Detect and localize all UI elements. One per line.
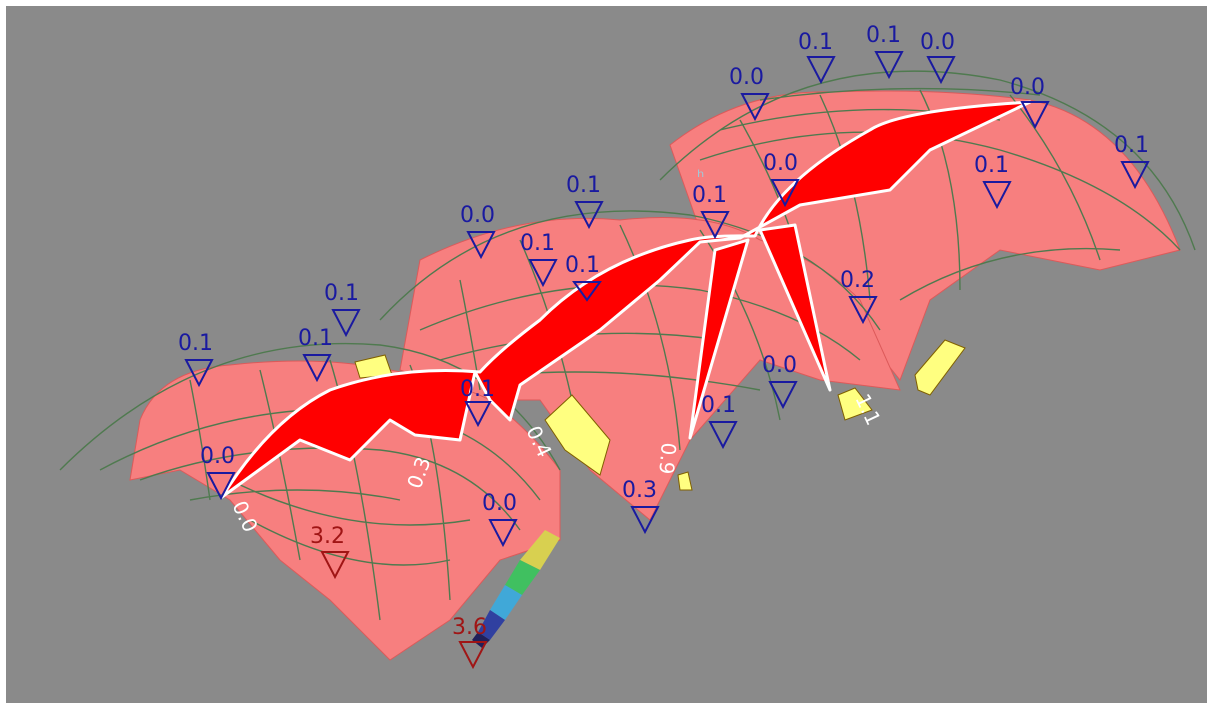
cursor-glyph-icon: ʰ — [697, 167, 704, 188]
support-triangle-icon — [770, 179, 800, 208]
support-value: 0.1 — [520, 231, 555, 256]
support-triangle-icon — [848, 296, 878, 325]
support-triangle-icon — [466, 231, 496, 260]
support-value: 0.1 — [974, 153, 1009, 178]
support-marker-5[interactable]: 0.0 — [200, 444, 236, 501]
support-marker-14[interactable]: 0.1 — [1114, 133, 1150, 190]
support-marker-18[interactable]: 0.1 — [701, 393, 738, 450]
3d-viewport[interactable]: 0.1 0.1 0.1 0.0 0.0 0.1 0.0 0.1 0.1 0.1 … — [6, 6, 1207, 703]
support-marker-4[interactable]: 0.0 — [460, 203, 496, 260]
peak-triangle-icon — [458, 641, 488, 670]
support-triangle-icon — [574, 201, 604, 230]
support-value: 0.0 — [920, 30, 955, 55]
shell-surface-middle — [399, 217, 901, 521]
peak-value: 3.6 — [452, 615, 487, 640]
support-value: 0.1 — [565, 253, 600, 278]
support-value: 0.0 — [200, 444, 235, 469]
support-triangle-icon — [572, 281, 602, 302]
edge-panel-2 — [544, 394, 611, 476]
support-value: 0.1 — [866, 23, 901, 48]
cross-section-diagram — [220, 100, 1032, 499]
support-marker-8[interactable]: 0.1 — [798, 30, 836, 85]
support-marker-24[interactable]: 3.2 — [310, 524, 350, 580]
support-value: 0.1 — [178, 331, 213, 356]
support-marker-11[interactable]: 0.1 — [565, 253, 602, 302]
support-value: 0.3 — [622, 478, 657, 503]
edge-panel-4 — [837, 387, 873, 421]
stress-contour-strip — [472, 530, 560, 648]
support-value: 0.2 — [840, 268, 875, 293]
support-value: 0.1 — [692, 183, 727, 208]
support-value: 0.0 — [1010, 75, 1045, 100]
support-marker-22[interactable]: 0.3 — [622, 478, 660, 535]
edge-panel-3 — [914, 339, 966, 396]
support-value: 0.0 — [729, 65, 764, 90]
support-marker-13[interactable]: 0.1 — [692, 183, 730, 240]
peak-value: 3.2 — [310, 524, 345, 549]
support-triangle-icon — [740, 93, 770, 122]
support-triangle-icon — [874, 51, 904, 80]
support-value: 0.0 — [762, 353, 797, 378]
support-marker-23[interactable]: 0.0 — [482, 491, 518, 548]
support-value: 0.1 — [324, 281, 359, 306]
support-triangle-icon — [331, 309, 361, 338]
support-triangle-icon — [708, 421, 738, 450]
support-triangle-icon — [488, 519, 518, 548]
support-value: 0.1 — [460, 377, 495, 402]
shell-model-canvas: 0.1 0.1 0.1 0.0 0.0 0.1 0.0 0.1 0.1 0.1 … — [59, 23, 1196, 670]
support-triangle-icon — [464, 401, 492, 428]
support-triangle-icon — [206, 472, 236, 501]
support-triangle-icon — [982, 181, 1012, 210]
support-triangle-icon — [806, 56, 836, 85]
peak-triangle-icon — [320, 551, 350, 580]
support-marker-1[interactable]: 0.1 — [178, 331, 214, 388]
support-marker-10[interactable]: 0.1 — [520, 231, 558, 288]
support-marker-16[interactable]: 0.0 — [763, 151, 800, 208]
cross-section-diagram-spike-1 — [688, 238, 750, 440]
support-marker-17[interactable]: 0.1 — [974, 153, 1012, 210]
support-triangle-icon — [630, 506, 660, 535]
support-value: 0.1 — [566, 173, 601, 198]
support-marker-19[interactable]: 0.2 — [840, 268, 878, 325]
support-value: 0.1 — [298, 326, 333, 351]
support-triangle-icon — [528, 259, 558, 288]
section-value-4: 0.9 — [654, 442, 681, 476]
support-value: 0.1 — [1114, 133, 1149, 158]
support-value: 0.1 — [798, 30, 833, 55]
support-triangle-icon — [926, 56, 956, 85]
support-triangle-icon — [302, 354, 332, 383]
support-marker-9[interactable]: 0.1 — [866, 23, 904, 80]
support-marker-3[interactable]: 0.1 — [324, 281, 361, 338]
cross-section-diagram-spike-2 — [758, 223, 832, 392]
support-marker-7[interactable]: 0.0 — [729, 65, 770, 122]
support-marker-25[interactable]: 3.6 — [452, 615, 488, 670]
support-value: 0.1 — [701, 393, 736, 418]
support-value: 0.0 — [763, 151, 798, 176]
support-triangle-icon — [700, 211, 730, 240]
support-marker-15[interactable]: 0.0 — [1010, 75, 1050, 130]
support-triangle-icon — [184, 359, 214, 388]
support-triangle-icon — [1020, 101, 1050, 130]
support-marker-20[interactable]: 0.0 — [762, 353, 798, 410]
support-triangle-icon — [1120, 161, 1150, 190]
support-value: 0.0 — [460, 203, 495, 228]
edge-panel-5 — [677, 471, 693, 491]
support-marker-21[interactable]: 0.1 — [460, 377, 495, 428]
support-marker-2[interactable]: 0.1 — [298, 326, 333, 383]
support-triangle-icon — [768, 381, 798, 410]
support-marker-12[interactable]: 0.0 — [920, 30, 956, 85]
support-value: 0.0 — [482, 491, 517, 516]
support-marker-6[interactable]: 0.1 — [566, 173, 604, 230]
